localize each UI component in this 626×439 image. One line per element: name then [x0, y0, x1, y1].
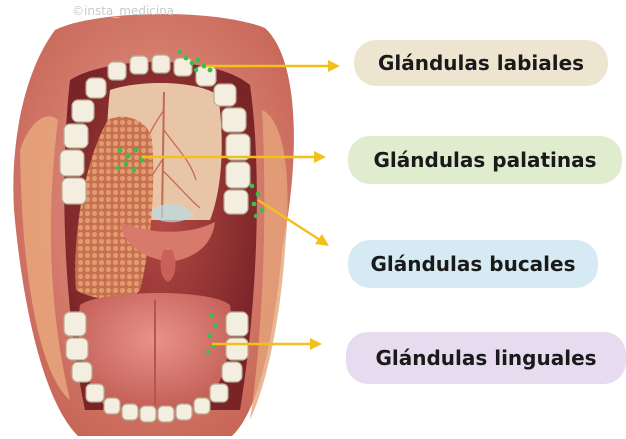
label-glandulas-linguales: Glándulas linguales [346, 332, 626, 384]
label-glandulas-palatinas: Glándulas palatinas [348, 136, 622, 184]
watermark: ©insta_medicina [72, 4, 174, 18]
label-glandulas-bucales: Glándulas bucales [348, 240, 598, 288]
label-glandulas-labiales: Glándulas labiales [354, 40, 608, 86]
